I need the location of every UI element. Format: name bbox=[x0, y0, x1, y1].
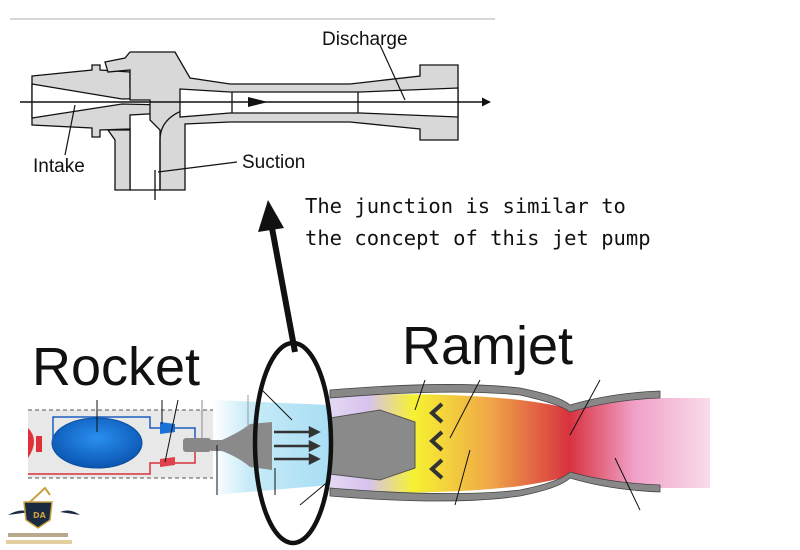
pointer-arrow bbox=[269, 227, 298, 353]
intake-leader bbox=[64, 104, 76, 156]
suction-leader bbox=[157, 161, 238, 173]
annotation-line-2: the concept of this jet pump bbox=[305, 226, 651, 250]
suction-label: Suction bbox=[242, 152, 305, 173]
rocket-diagram bbox=[28, 399, 213, 479]
ramjet-diagram bbox=[261, 379, 710, 511]
svg-text:DA: DA bbox=[33, 511, 47, 520]
discharge-label: Discharge bbox=[322, 29, 408, 50]
pointer-arrowhead-icon bbox=[258, 200, 284, 232]
ramjet-upper-wall bbox=[329, 384, 661, 413]
flame-holders bbox=[429, 402, 444, 480]
annotation-line-1: The junction is similar to bbox=[305, 194, 626, 218]
rocket-title: Rocket bbox=[32, 337, 200, 397]
flow-arrowhead-icon bbox=[248, 97, 268, 107]
discharge-leader bbox=[379, 44, 406, 101]
ramjet-centerbody bbox=[329, 409, 416, 481]
arab-defense-forum-logo: DA bbox=[6, 486, 80, 544]
ramjet-title: Ramjet bbox=[402, 316, 573, 376]
exhaust-arrows bbox=[274, 425, 321, 466]
junction-highlight-ellipse bbox=[252, 340, 334, 546]
ramjet-lower-wall bbox=[329, 471, 661, 502]
intake-label: Intake bbox=[33, 156, 85, 177]
